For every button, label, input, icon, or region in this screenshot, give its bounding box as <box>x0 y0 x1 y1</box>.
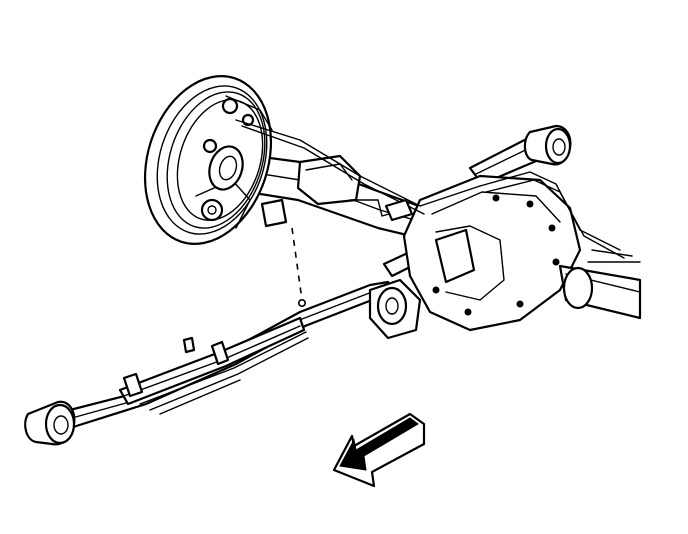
spring-eye-bushing-rear-icon <box>523 124 572 166</box>
differential-housing-icon <box>368 174 642 340</box>
brake-line-icon <box>235 119 625 259</box>
brake-drum-icon <box>143 75 273 245</box>
alignment-guide-line <box>291 227 306 307</box>
front-direction-arrow-icon <box>332 412 426 488</box>
spring-eye-bushing-icon <box>24 400 76 446</box>
